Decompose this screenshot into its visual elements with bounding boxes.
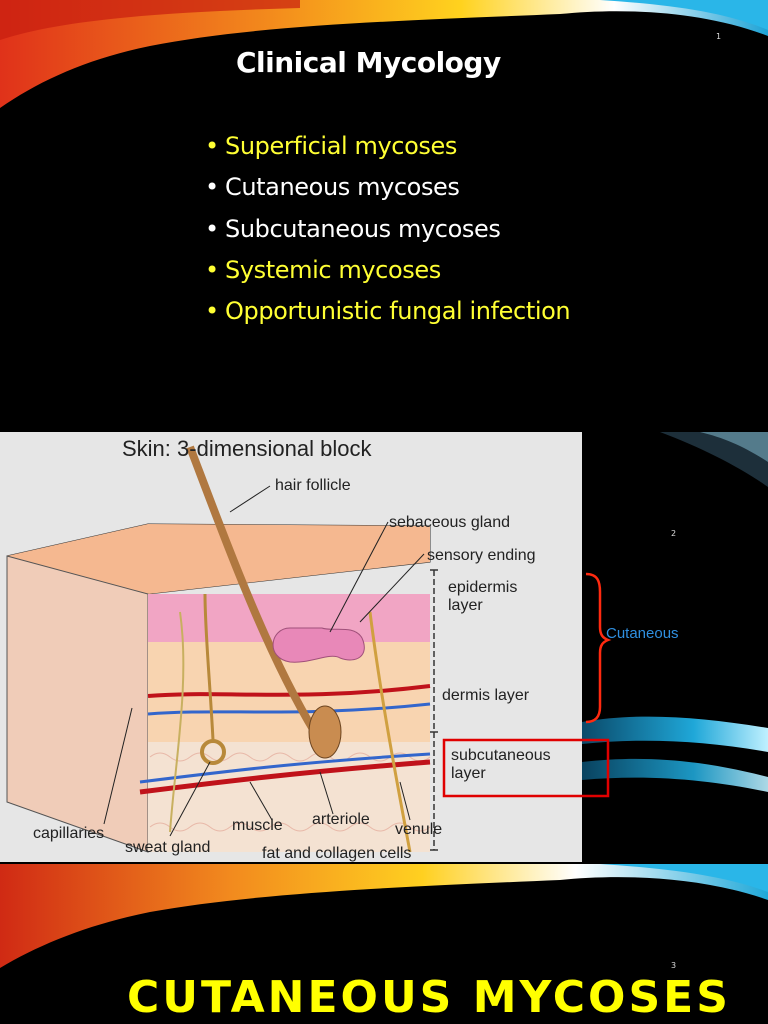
- bullet-item: •Subcutaneous mycoses: [205, 209, 570, 250]
- label-arteriole: arteriole: [312, 811, 370, 828]
- page-number: 1: [716, 32, 722, 41]
- label-muscle: muscle: [232, 817, 283, 834]
- bullet-symbol: •: [205, 214, 219, 243]
- label-subcutaneous-layer: layer: [451, 765, 486, 782]
- bullet-text: Systemic mycoses: [225, 255, 441, 284]
- label-dermis: dermis layer: [442, 687, 530, 704]
- bullet-symbol: •: [205, 255, 219, 284]
- bullet-symbol: •: [205, 132, 219, 160]
- label-fat-collagen: fat and collagen cells: [262, 845, 411, 862]
- label-venule: venule: [395, 821, 442, 838]
- skin-diagram: Skin: 3-dimensional block hair follicle …: [0, 432, 582, 862]
- slide-1: 1 Clinical Mycology •Superficial mycoses…: [0, 0, 768, 432]
- label-sebaceous-gland: sebaceous gland: [389, 514, 510, 531]
- figure-title: Skin: 3-dimensional block: [122, 436, 372, 461]
- bullet-item: •Cutaneous mycoses: [205, 167, 570, 208]
- bullet-text: Subcutaneous mycoses: [225, 214, 501, 243]
- label-sweat-gland: sweat gland: [125, 839, 210, 856]
- bullet-text: Opportunistic fungal infection: [225, 297, 571, 326]
- label-hair-follicle: hair follicle: [275, 477, 351, 494]
- bullet-list: •Superficial mycoses•Cutaneous mycoses•S…: [205, 126, 571, 332]
- page-number: 3: [671, 961, 677, 970]
- cutaneous-brace: [585, 572, 612, 724]
- slide-title: Clinical Mycology: [236, 46, 501, 79]
- slide-3-decoration: [0, 864, 768, 968]
- bullet-item: •Superficial mycoses: [205, 126, 570, 167]
- slide-title: CUTANEOUS MYCOSES: [127, 972, 731, 1023]
- subcutaneous-highlight-box: [442, 738, 610, 798]
- label-sensory-ending: sensory ending: [427, 547, 536, 564]
- label-epidermis: epidermis: [448, 579, 517, 596]
- cutaneous-label: Cutaneous: [606, 625, 679, 642]
- slide-1-decoration: [0, 0, 768, 108]
- bullet-item: •Opportunistic fungal infection: [205, 291, 571, 332]
- slide-2-decoration: [582, 432, 768, 792]
- page-number: 2: [671, 529, 677, 538]
- slide-2-annotations: [442, 572, 612, 798]
- label-epidermis-layer: layer: [448, 597, 483, 614]
- bullet-text: Superficial mycoses: [225, 132, 457, 160]
- label-subcutaneous: subcutaneous: [451, 747, 551, 764]
- bullet-symbol: •: [205, 173, 219, 202]
- slide-2: Skin: 3-dimensional block hair follicle …: [0, 432, 768, 864]
- bullet-text: Cutaneous mycoses: [225, 173, 460, 202]
- bullet-item: •Systemic mycoses: [205, 250, 570, 291]
- bullet-symbol: •: [205, 297, 219, 326]
- slide-3: 3 CUTANEOUS MYCOSES: [0, 864, 768, 1024]
- label-capillaries: capillaries: [33, 825, 104, 842]
